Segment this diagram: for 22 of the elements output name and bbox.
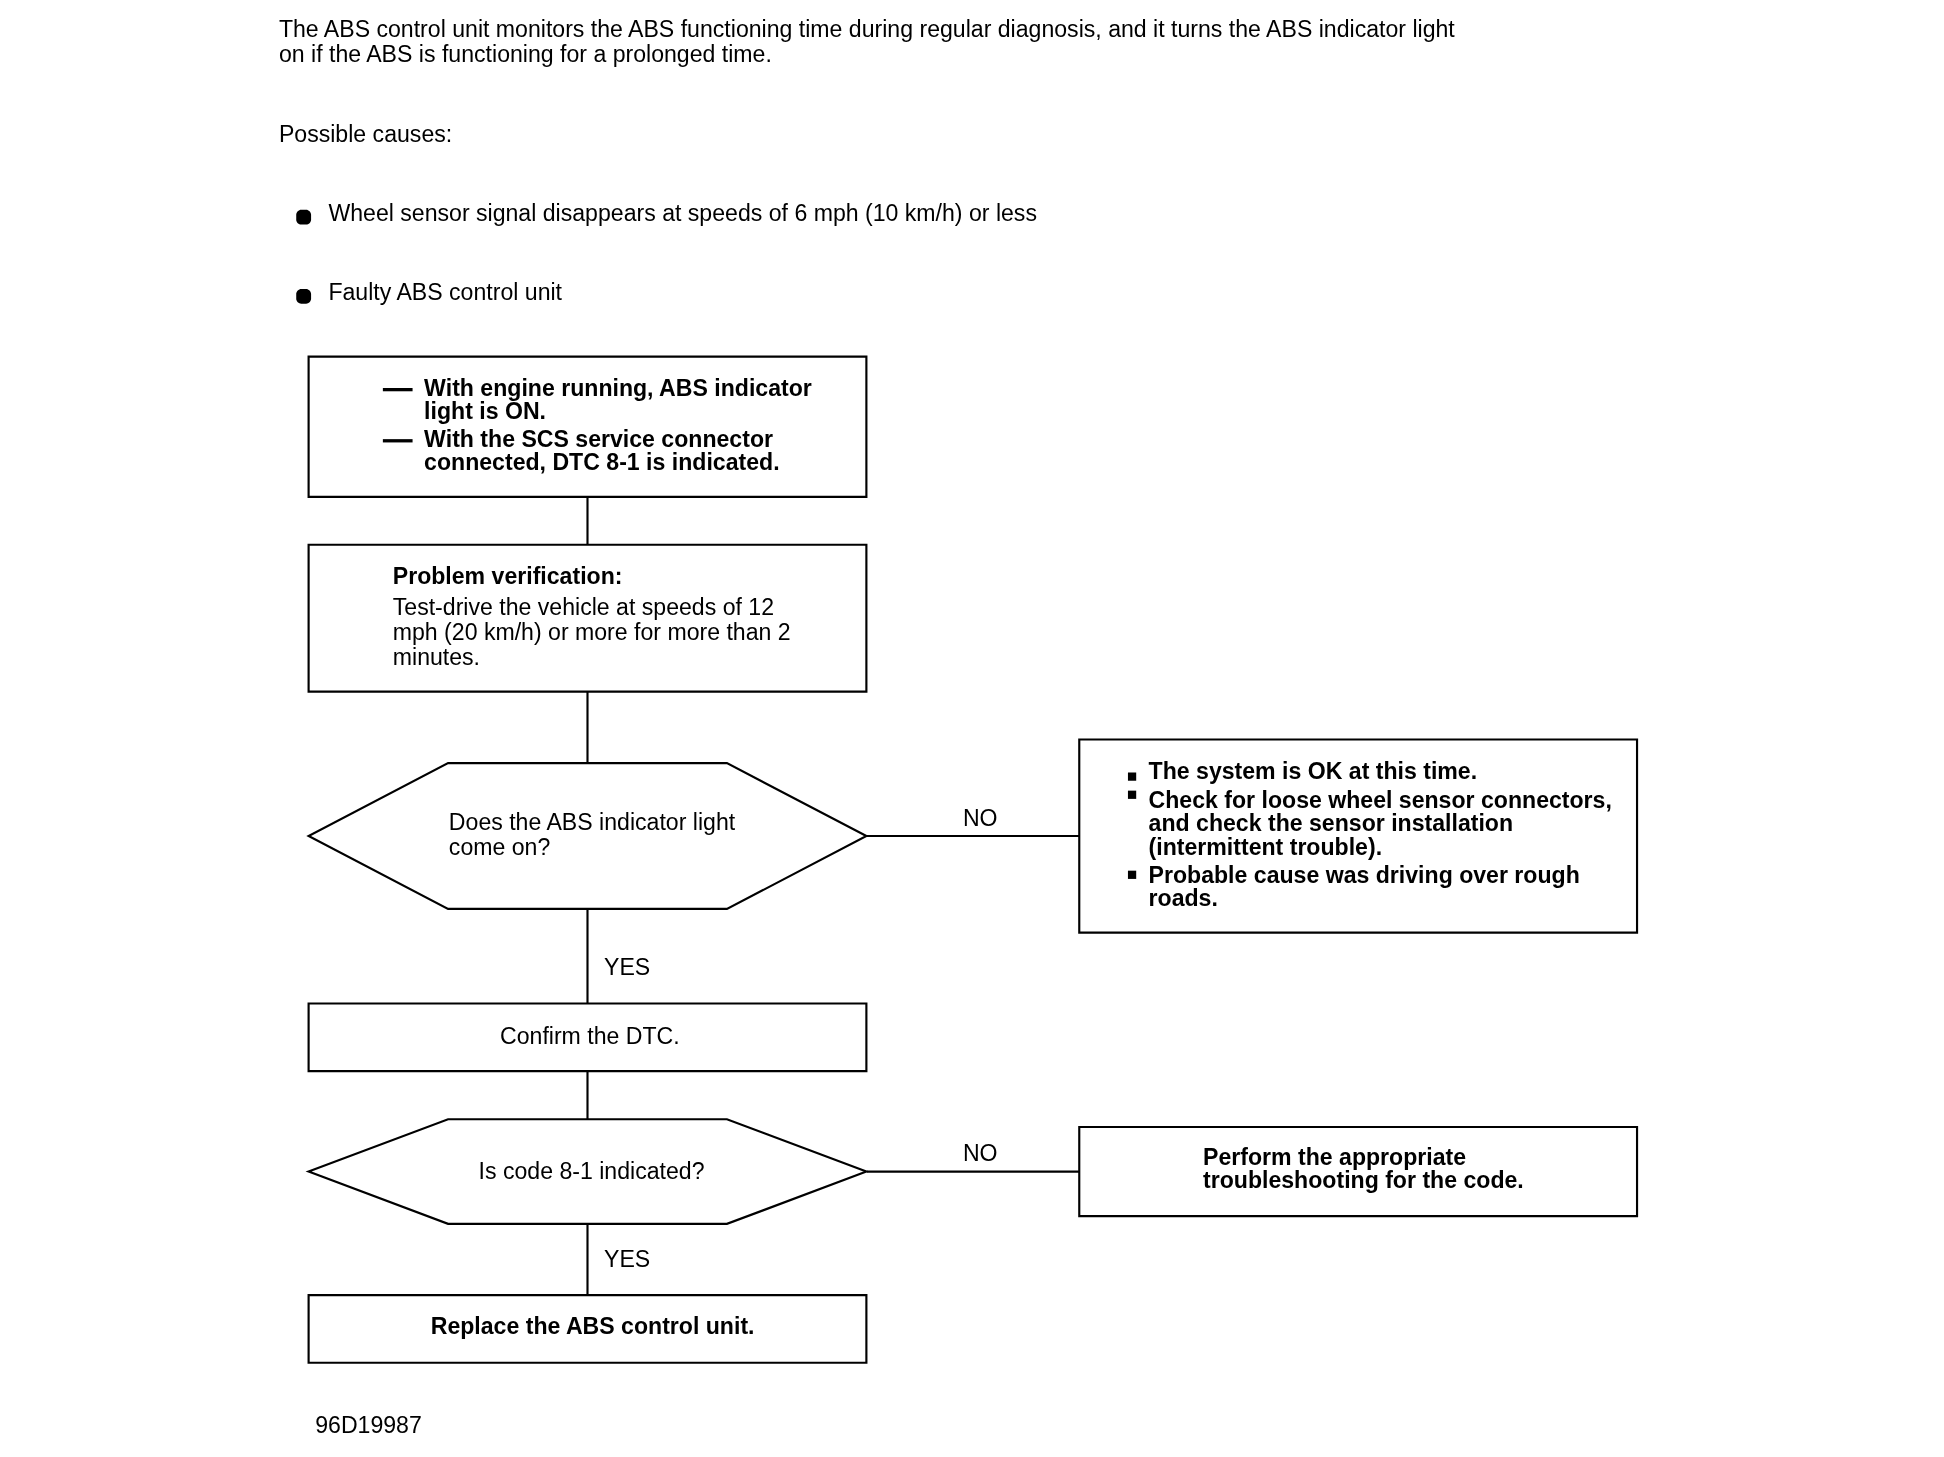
- connector: [586, 1224, 589, 1295]
- label: Faulty ABS control unit: [328, 279, 563, 306]
- label: The ABS control unit monitors the ABS functioning time during regular diagnosis, and it turns the ABS indicator light on if the ABS is functioning for a prolonged time.: [278, 15, 1455, 67]
- connector: [586, 691, 589, 763]
- connector: [866, 834, 1080, 838]
- label: 96D19987: [315, 1412, 422, 1439]
- label: Possible causes:: [278, 120, 453, 147]
- connector: [586, 1071, 589, 1120]
- node-box: With engine running, ABS indicator light is ON. With the SCS service connector connected, DTC 8-1 is indicated.: [307, 355, 868, 498]
- node-box: Perform the appropriate troubleshooting for the code.: [1078, 1125, 1639, 1218]
- node-box: Problem verification: Test-drive the vehicle at speeds of 12 mph (20 km/h) or more for more than 2 minutes.: [307, 543, 868, 693]
- connector: [866, 1170, 1080, 1173]
- node-box: Replace the ABS control unit.: [307, 1294, 868, 1364]
- node-box: Confirm the DTC.: [307, 1002, 868, 1073]
- edge-label: NO: [962, 804, 998, 831]
- connector: [586, 497, 589, 545]
- node-box: The system is OK at this time. Check for loose wheel sensor connectors, and check the sensor installation (intermittent trouble). Probable cause was driving over rough roads.: [1078, 738, 1639, 934]
- edge-label: NO: [962, 1140, 998, 1167]
- label: Wheel sensor signal disappears at speeds of 6 mph (10 km/h) or less: [328, 199, 1037, 226]
- edge-label: YES: [604, 1245, 651, 1272]
- edge-label: YES: [604, 953, 651, 980]
- connector: [586, 909, 589, 1004]
